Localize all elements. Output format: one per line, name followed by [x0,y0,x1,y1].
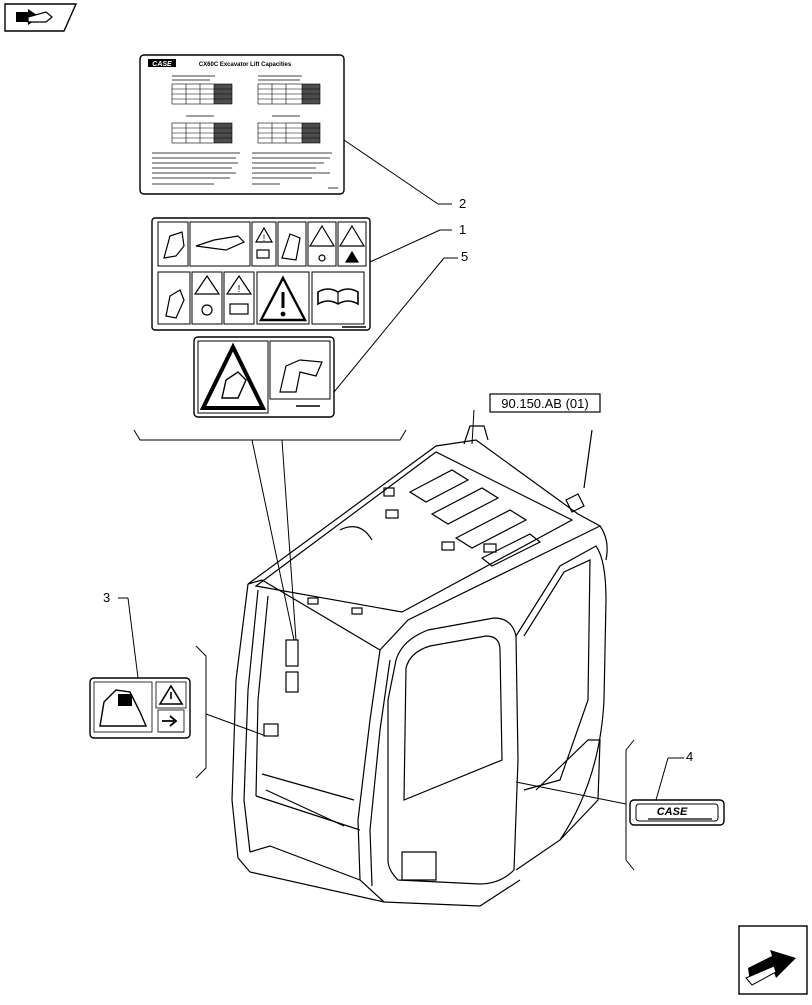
reference-box-label: 90.150.AB (01) [501,396,588,411]
lift-chart-brand: CASE [152,61,172,68]
cab-assembly [231,425,608,907]
decal-bracket [133,429,407,641]
next-page-arrow-icon [745,950,796,986]
decal-boom-warning [193,336,335,418]
svg-text:!: ! [263,233,266,243]
decal-3-bracket [195,645,267,779]
decal-cab-warning [89,677,191,739]
decal-lift-capacity-chart: CASE CX60C Excavator Lift Capacities [139,54,345,195]
lift-chart-title: CX60C Excavator Lift Capacities [199,62,292,68]
callout-numbers: 2 1 5 3 4 [103,196,693,764]
callout-5: 5 [461,249,468,264]
decal-safety-pictograms: ! ! [151,217,371,331]
decal-4-bracket [515,739,635,871]
next-page-button[interactable] [738,925,808,995]
case-logo: CASE [148,59,176,68]
case-logo-text: CASE [657,806,688,818]
reference-box[interactable]: 90.150.AB (01) [489,393,601,413]
decal-case-logo: CASE [629,799,725,826]
parts-book-arrow-icon [16,9,53,25]
svg-text:!: ! [238,284,241,295]
leader-lines [118,139,684,801]
lift-chart-filled-cells [214,84,320,143]
callout-3: 3 [103,590,110,605]
callout-1: 1 [459,222,466,237]
callout-4: 4 [686,749,693,764]
callout-2: 2 [459,196,466,211]
back-nav-button[interactable] [4,3,78,32]
lift-chart-fine-print [152,75,338,189]
